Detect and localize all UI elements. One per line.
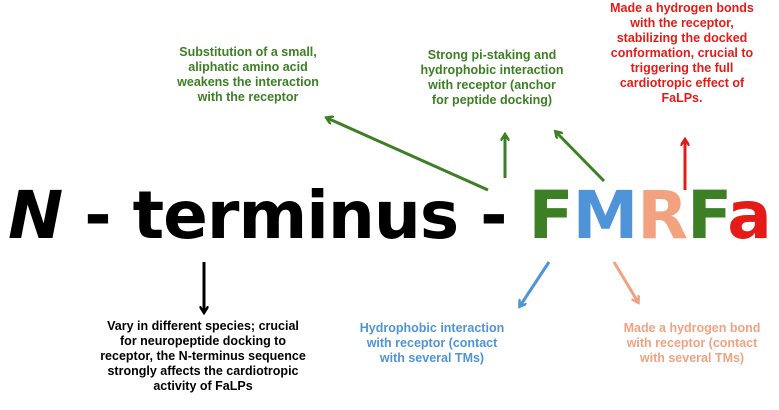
substitution-note: Substitution of a small, aliphatic amino… — [177, 45, 319, 104]
n-terminus-note: Vary in different species; crucial for n… — [100, 319, 306, 393]
pi-stacking-note: Strong pi-staking and hydrophobic intera… — [420, 48, 564, 107]
terminus-text: - terminus - — [62, 177, 529, 254]
residue-f2: F — [687, 177, 728, 254]
residue-m: M — [572, 177, 639, 254]
arrow-met-to-note — [520, 261, 551, 306]
arrow-f2-to-pi-stacking — [556, 132, 606, 183]
residue-amide: a — [727, 177, 772, 254]
residue-f1: F — [528, 177, 573, 254]
sequence-title: N - terminus - FMRFa — [8, 166, 772, 266]
arrow-f1-to-substitution — [327, 118, 489, 192]
n-letter: N — [8, 177, 63, 254]
amide-note: Made a hydrogen bonds with the receptor,… — [610, 1, 754, 105]
arginine-note: Made a hydrogen bond with receptor (cont… — [623, 321, 761, 365]
methionine-note: Hydrophobic interaction with receptor (c… — [359, 321, 505, 365]
arrow-arg-to-note — [612, 261, 638, 302]
residue-r: R — [637, 177, 688, 254]
